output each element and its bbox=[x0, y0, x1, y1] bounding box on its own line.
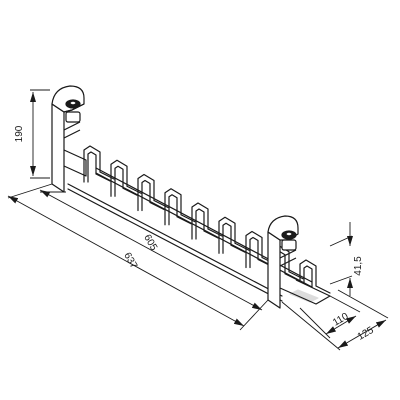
inner-length-dimension-line bbox=[39, 189, 263, 311]
wire-hook bbox=[137, 173, 169, 212]
right-wall-bracket bbox=[267, 215, 331, 309]
wire-hook bbox=[110, 159, 142, 197]
depth-dimension-line bbox=[337, 319, 387, 349]
wire-hook bbox=[299, 259, 331, 297]
overall-length-label: 637 bbox=[121, 251, 139, 271]
wire-hook bbox=[191, 202, 223, 240]
left-wall-bracket bbox=[51, 85, 87, 193]
wire-hook bbox=[83, 145, 115, 183]
inner-depth-label: 110 bbox=[331, 311, 351, 329]
bracket-height-label: 41,5 bbox=[353, 256, 364, 276]
height-label: 190 bbox=[14, 125, 25, 142]
wire-hook bbox=[218, 216, 250, 254]
dimension-lines bbox=[7, 89, 389, 351]
wire-hook bbox=[164, 188, 196, 226]
